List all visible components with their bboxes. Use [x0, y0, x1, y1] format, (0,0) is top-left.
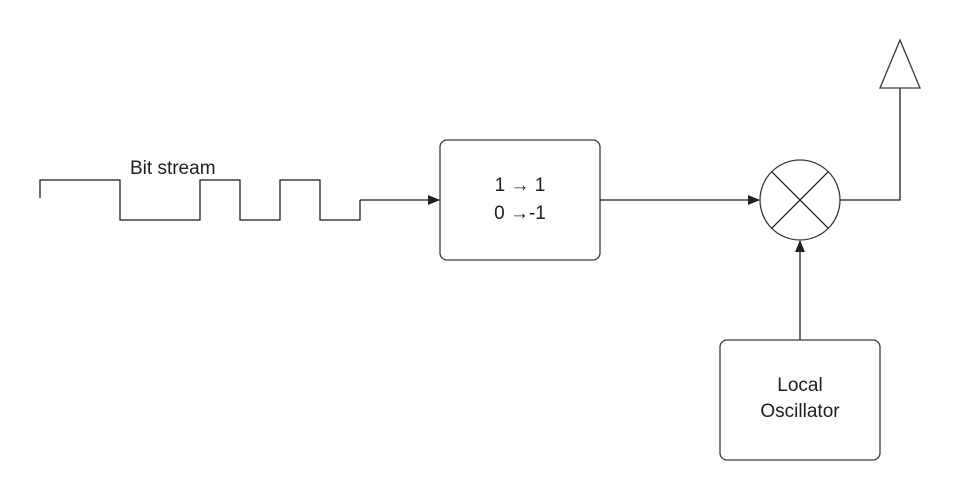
local-oscillator-box	[719, 339, 881, 461]
oscillator-label-line2: Oscillator	[760, 401, 840, 422]
mapper-rule-zero: 0 →-1	[494, 203, 546, 224]
bit-stream-waveform	[39, 179, 361, 221]
oscillator-label-line1: Local	[777, 375, 822, 396]
multiplier-x-circle-icon	[759, 159, 841, 241]
bit-stream-label: Bit stream	[130, 158, 216, 179]
local-oscillator-block: Local Oscillator	[719, 339, 881, 461]
antenna-triangle-icon	[879, 38, 921, 89]
bit-mapper-box	[439, 139, 601, 261]
mixer-to-antenna-line	[840, 88, 901, 201]
mapper-rule-one: 1 → 1	[495, 175, 546, 196]
bit-mapper-block: 1 → 1 0 →-1	[439, 139, 601, 261]
